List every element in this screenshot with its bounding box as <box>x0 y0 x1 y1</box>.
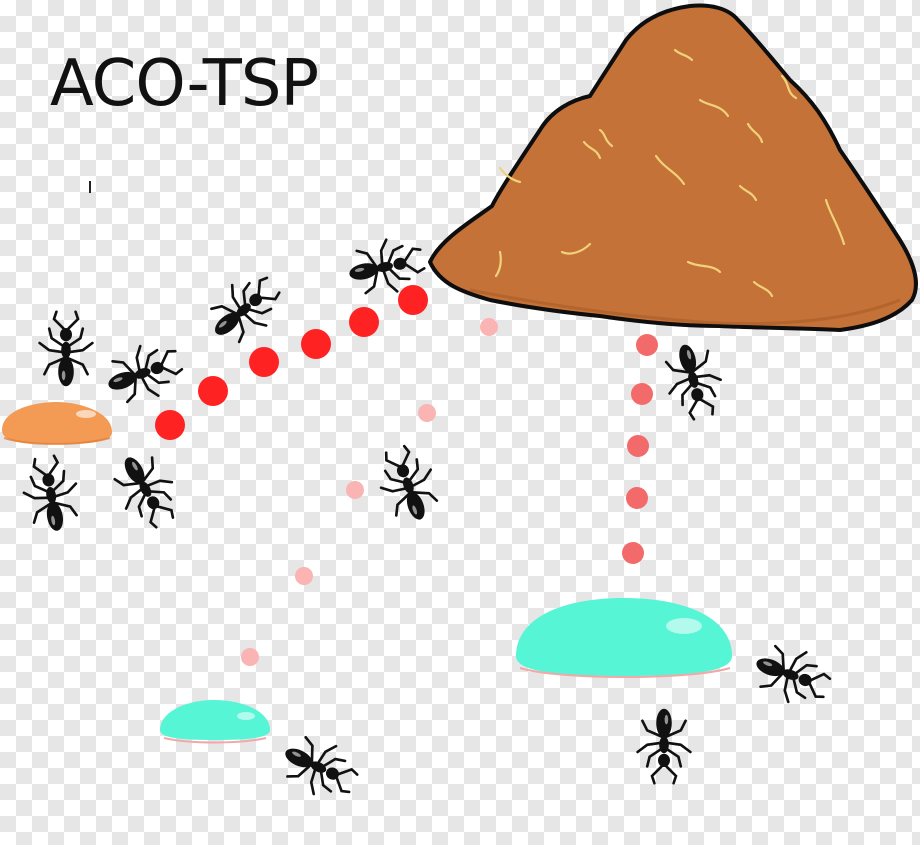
pheromone-dot <box>349 307 379 337</box>
ant-icon <box>273 726 366 809</box>
pheromone-dot <box>198 376 228 406</box>
pheromone-dot <box>622 542 644 564</box>
food-pile-icon <box>428 3 918 332</box>
small-water-drop-icon <box>160 700 270 744</box>
ant-icon <box>38 310 94 388</box>
pheromone-dot <box>480 318 498 336</box>
pheromone-dot <box>636 334 658 356</box>
ant-icon <box>636 707 692 785</box>
pheromone-dot <box>631 383 653 405</box>
pheromone-dot <box>241 648 259 666</box>
orange-drop-icon <box>2 402 112 445</box>
pheromone-dot <box>249 347 279 377</box>
ant-icon <box>17 451 85 537</box>
water-drop-icon <box>516 598 732 678</box>
pheromone-dot <box>346 481 364 499</box>
pheromone-dot <box>418 404 436 422</box>
pheromone-dot <box>155 410 185 440</box>
ant-icon <box>746 636 837 714</box>
pheromone-dot <box>626 487 648 509</box>
pile-detail <box>494 48 846 298</box>
ant-icon <box>103 443 189 537</box>
pheromone-dot <box>398 285 428 315</box>
pheromone-dot <box>295 567 313 585</box>
ant-icon <box>98 334 189 412</box>
pheromone-dot <box>301 329 331 359</box>
tick-mark <box>89 181 91 193</box>
pheromone-trail-medium <box>622 334 658 564</box>
ant-icon <box>197 263 292 355</box>
pheromone-trail-strong <box>155 285 428 440</box>
ant-icon <box>657 336 731 425</box>
pheromone-trail-faint <box>241 318 498 666</box>
page-title: ACO-TSP <box>50 47 319 121</box>
pheromone-dot <box>627 435 649 457</box>
ant-icon <box>369 439 447 530</box>
